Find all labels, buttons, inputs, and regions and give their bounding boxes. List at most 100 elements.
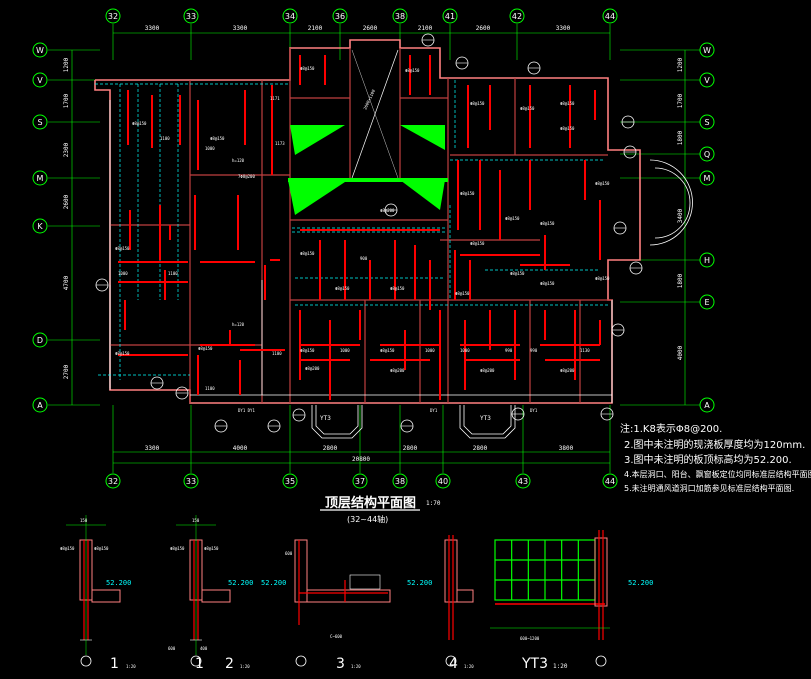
axis-top-42: 42 bbox=[512, 12, 522, 21]
dim-bottom: 2800 bbox=[323, 445, 338, 452]
rebar-tag: Φ8@150 bbox=[470, 101, 485, 106]
axis-right-M: M bbox=[704, 174, 711, 183]
rebar-tag: 1000 bbox=[118, 271, 128, 276]
detail-4-scale: 1:20 bbox=[464, 664, 474, 669]
dim-right: 1700 bbox=[677, 93, 684, 108]
axis-right-H: H bbox=[704, 256, 710, 265]
axis-bottom-33: 33 bbox=[186, 477, 196, 486]
detail-2-scale: 1:20 bbox=[240, 664, 250, 669]
dim-bottom: 2800 bbox=[403, 445, 418, 452]
rebar-tag: Φ8@150 bbox=[198, 346, 213, 351]
axis-top-44: 44 bbox=[605, 12, 615, 21]
dim-left: 1200 bbox=[63, 57, 70, 72]
svg-text:Φ8@150: Φ8@150 bbox=[204, 546, 219, 551]
yt3-detail-title: YT3 bbox=[521, 656, 548, 672]
rebar-tag: Φ8@150 bbox=[390, 286, 405, 291]
detail-dim-e: 600 bbox=[285, 551, 293, 556]
rebar-tag: 900 bbox=[360, 256, 368, 261]
slab-thickness-b: h=120 bbox=[232, 322, 245, 327]
axis-left-M: M bbox=[37, 174, 44, 183]
rebar-tag: 1171 bbox=[270, 96, 280, 101]
axis-top-32: 32 bbox=[108, 12, 118, 21]
note-1: 注:1.K8表示Φ8@200. bbox=[620, 422, 722, 435]
dim-left: 2300 bbox=[63, 142, 70, 157]
bay-window bbox=[649, 159, 693, 246]
rebar-tag: 1000 bbox=[460, 348, 470, 353]
rebar-tag: Φ8@150 bbox=[300, 348, 315, 353]
rebar-tag: Φ8@200 bbox=[390, 368, 405, 373]
axis-bottom-43: 43 bbox=[518, 477, 528, 486]
dim-total: 20800 bbox=[352, 456, 370, 463]
notes-block: 注:1.K8表示Φ8@200. 2.图中未注明的现浇板厚度均为120mm. 3.… bbox=[620, 422, 811, 493]
rebar-tag: Φ8@150 bbox=[210, 136, 225, 141]
rebar-tag: 990 bbox=[530, 348, 538, 353]
rebar-tag: 1100 bbox=[205, 386, 215, 391]
dim-bottom: 3300 bbox=[145, 445, 160, 452]
title-main: 顶层结构平面图 bbox=[325, 495, 416, 511]
dim-top: 2600 bbox=[476, 25, 491, 32]
rebar-tag: Φ8@150 bbox=[560, 101, 575, 106]
dim-right: 1800 bbox=[677, 273, 684, 288]
rebar-tag: 1100 bbox=[168, 271, 178, 276]
svg-text:Φ8@150: Φ8@150 bbox=[94, 546, 109, 551]
detail-dim-f: C~600 bbox=[330, 634, 343, 639]
drawing-title: 顶层结构平面图 1:70 (32~44轴) bbox=[320, 495, 441, 524]
rebar-tag: Φ8@150 bbox=[470, 241, 485, 246]
dim-top: 2100 bbox=[418, 25, 433, 32]
rebar-tag: 1000 bbox=[205, 146, 215, 151]
axis-top-34: 34 bbox=[285, 12, 295, 21]
detail-1-elev: 52.200 bbox=[106, 579, 131, 587]
rebar-tag: Φ8@150 bbox=[115, 246, 130, 251]
detail-1-scale: 1:20 bbox=[126, 664, 136, 669]
axis-right-E: E bbox=[704, 298, 709, 307]
dim-left: 2700 bbox=[63, 364, 70, 379]
axis-bottom-35: 35 bbox=[285, 477, 295, 486]
rebar-tag: Φ8@200 bbox=[480, 368, 495, 373]
svg-text:Φ8@150: Φ8@150 bbox=[170, 546, 185, 551]
detail-labels: 52.200 52.200 52.200 52.200 52.200 1 1:2… bbox=[80, 518, 653, 672]
svg-text:2600×1100: 2600×1100 bbox=[362, 88, 376, 110]
note-5: 5.未注明通风道洞口加筋参见标准层结构平面图. bbox=[624, 483, 794, 493]
axis-left-S: S bbox=[37, 118, 42, 127]
outer-walls bbox=[94, 39, 641, 404]
axis-right-S: S bbox=[704, 118, 709, 127]
rebar-tag: 1100 bbox=[272, 351, 282, 356]
rebar-tag: Φ8@150 bbox=[132, 121, 147, 126]
rebar-tag: Φ8@150 bbox=[595, 181, 610, 186]
rebar-layer bbox=[118, 55, 601, 400]
rebar-tag: 7Φ8@200 bbox=[238, 174, 255, 179]
axis-left-K: K bbox=[37, 222, 43, 231]
axis-bottom-40: 40 bbox=[438, 477, 448, 486]
rebar-tag: Φ8@150 bbox=[540, 281, 555, 286]
axis-left-A: A bbox=[37, 401, 43, 410]
balcony-right bbox=[459, 405, 516, 439]
detail-1b-num: 1 bbox=[195, 656, 204, 672]
hatch-zones bbox=[288, 125, 448, 215]
axis-right-V: V bbox=[704, 76, 710, 85]
rebar-tag: Φ8@150 bbox=[460, 191, 475, 196]
dim-top: 2600 bbox=[363, 25, 378, 32]
detail-2-num: 2 bbox=[225, 656, 234, 672]
section-markers bbox=[95, 33, 643, 433]
rebar-tag: Φ8@200 bbox=[560, 368, 575, 373]
rebar-tag: Φ8@150 bbox=[300, 66, 315, 71]
plan-labels: YT3 YT3 DY1 DY1 DY1 DY1 h=120 h=120 Φ8@2… bbox=[232, 158, 538, 422]
rebar-tag: 1000 bbox=[340, 348, 350, 353]
title-sub: (32~44轴) bbox=[347, 514, 388, 524]
rebar-tag: Φ8@150 bbox=[505, 216, 520, 221]
detail-dim-d: 400 bbox=[200, 646, 208, 651]
rebar-tag: Φ8@150 bbox=[510, 271, 525, 276]
note-3: 3.图中未注明的板顶标高均为52.200. bbox=[624, 453, 792, 466]
rebar-tag: 1100 bbox=[160, 136, 170, 141]
axis-left-D: D bbox=[37, 336, 43, 345]
yt3-detail-scale: 1:20 bbox=[553, 663, 568, 670]
axis-top-36: 36 bbox=[335, 12, 345, 21]
axis-bottom-38: 38 bbox=[395, 477, 405, 486]
axis-top-41: 41 bbox=[445, 12, 455, 21]
detail-1b-elev: 52.200 bbox=[228, 579, 253, 587]
